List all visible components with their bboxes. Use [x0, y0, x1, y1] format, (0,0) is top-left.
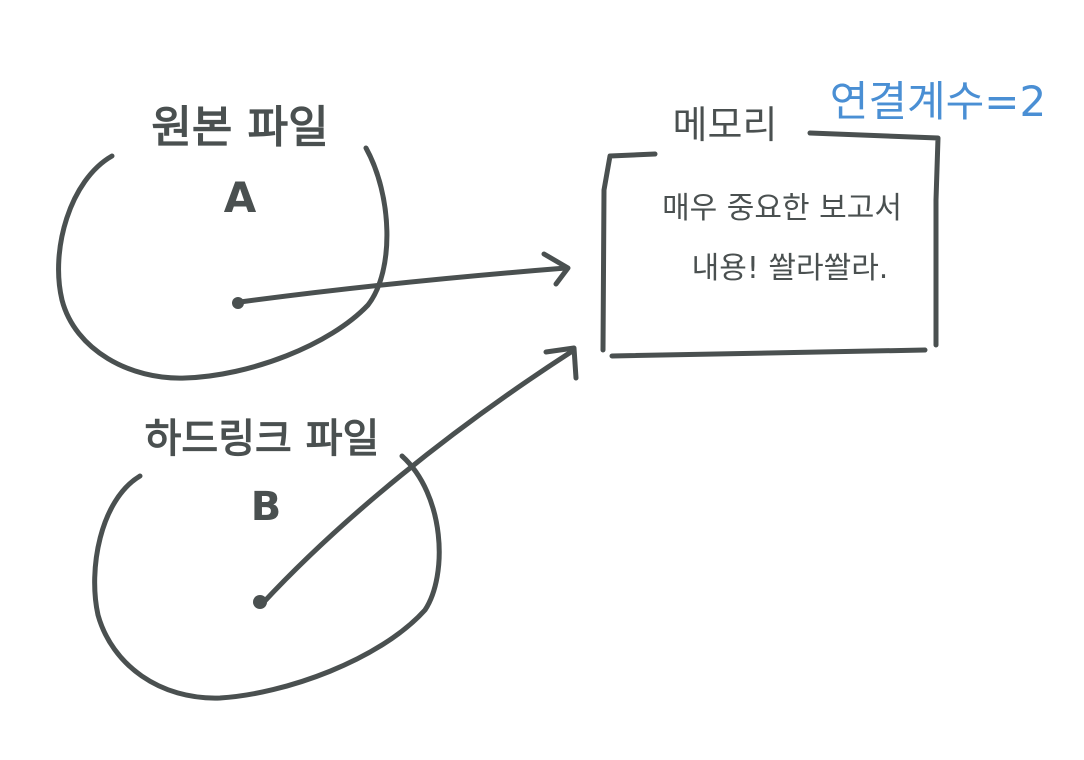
- memory-title: 메모리: [673, 103, 778, 147]
- link-count-label: 연결계수=2: [830, 77, 1046, 126]
- arrowhead-hardlink: [543, 345, 579, 381]
- hardlink-file-group: 하드링크 파일 B: [92, 345, 579, 701]
- original-file-circle: [56, 145, 390, 381]
- arrowhead-original: [541, 251, 571, 287]
- original-file-group: 원본 파일 A: [56, 102, 571, 381]
- hardlink-file-letter: B: [251, 484, 282, 530]
- arrow-original-to-memory: [237, 265, 569, 305]
- memory-group: 메모리 매우 중요한 보고서 내용! 쏼라쏼라.: [600, 103, 941, 359]
- original-file-title: 원본 파일: [151, 102, 328, 153]
- original-file-letter: A: [224, 173, 257, 222]
- arrow-hardlink-to-memory: [259, 347, 577, 607]
- memory-box: [600, 130, 941, 359]
- memory-content-line2: 내용! 쏼라쏼라.: [692, 251, 889, 286]
- hardlink-file-circle: [92, 453, 442, 701]
- hardlink-file-title: 하드링크 파일: [145, 416, 380, 462]
- memory-content-line1: 매우 중요한 보고서: [662, 191, 902, 226]
